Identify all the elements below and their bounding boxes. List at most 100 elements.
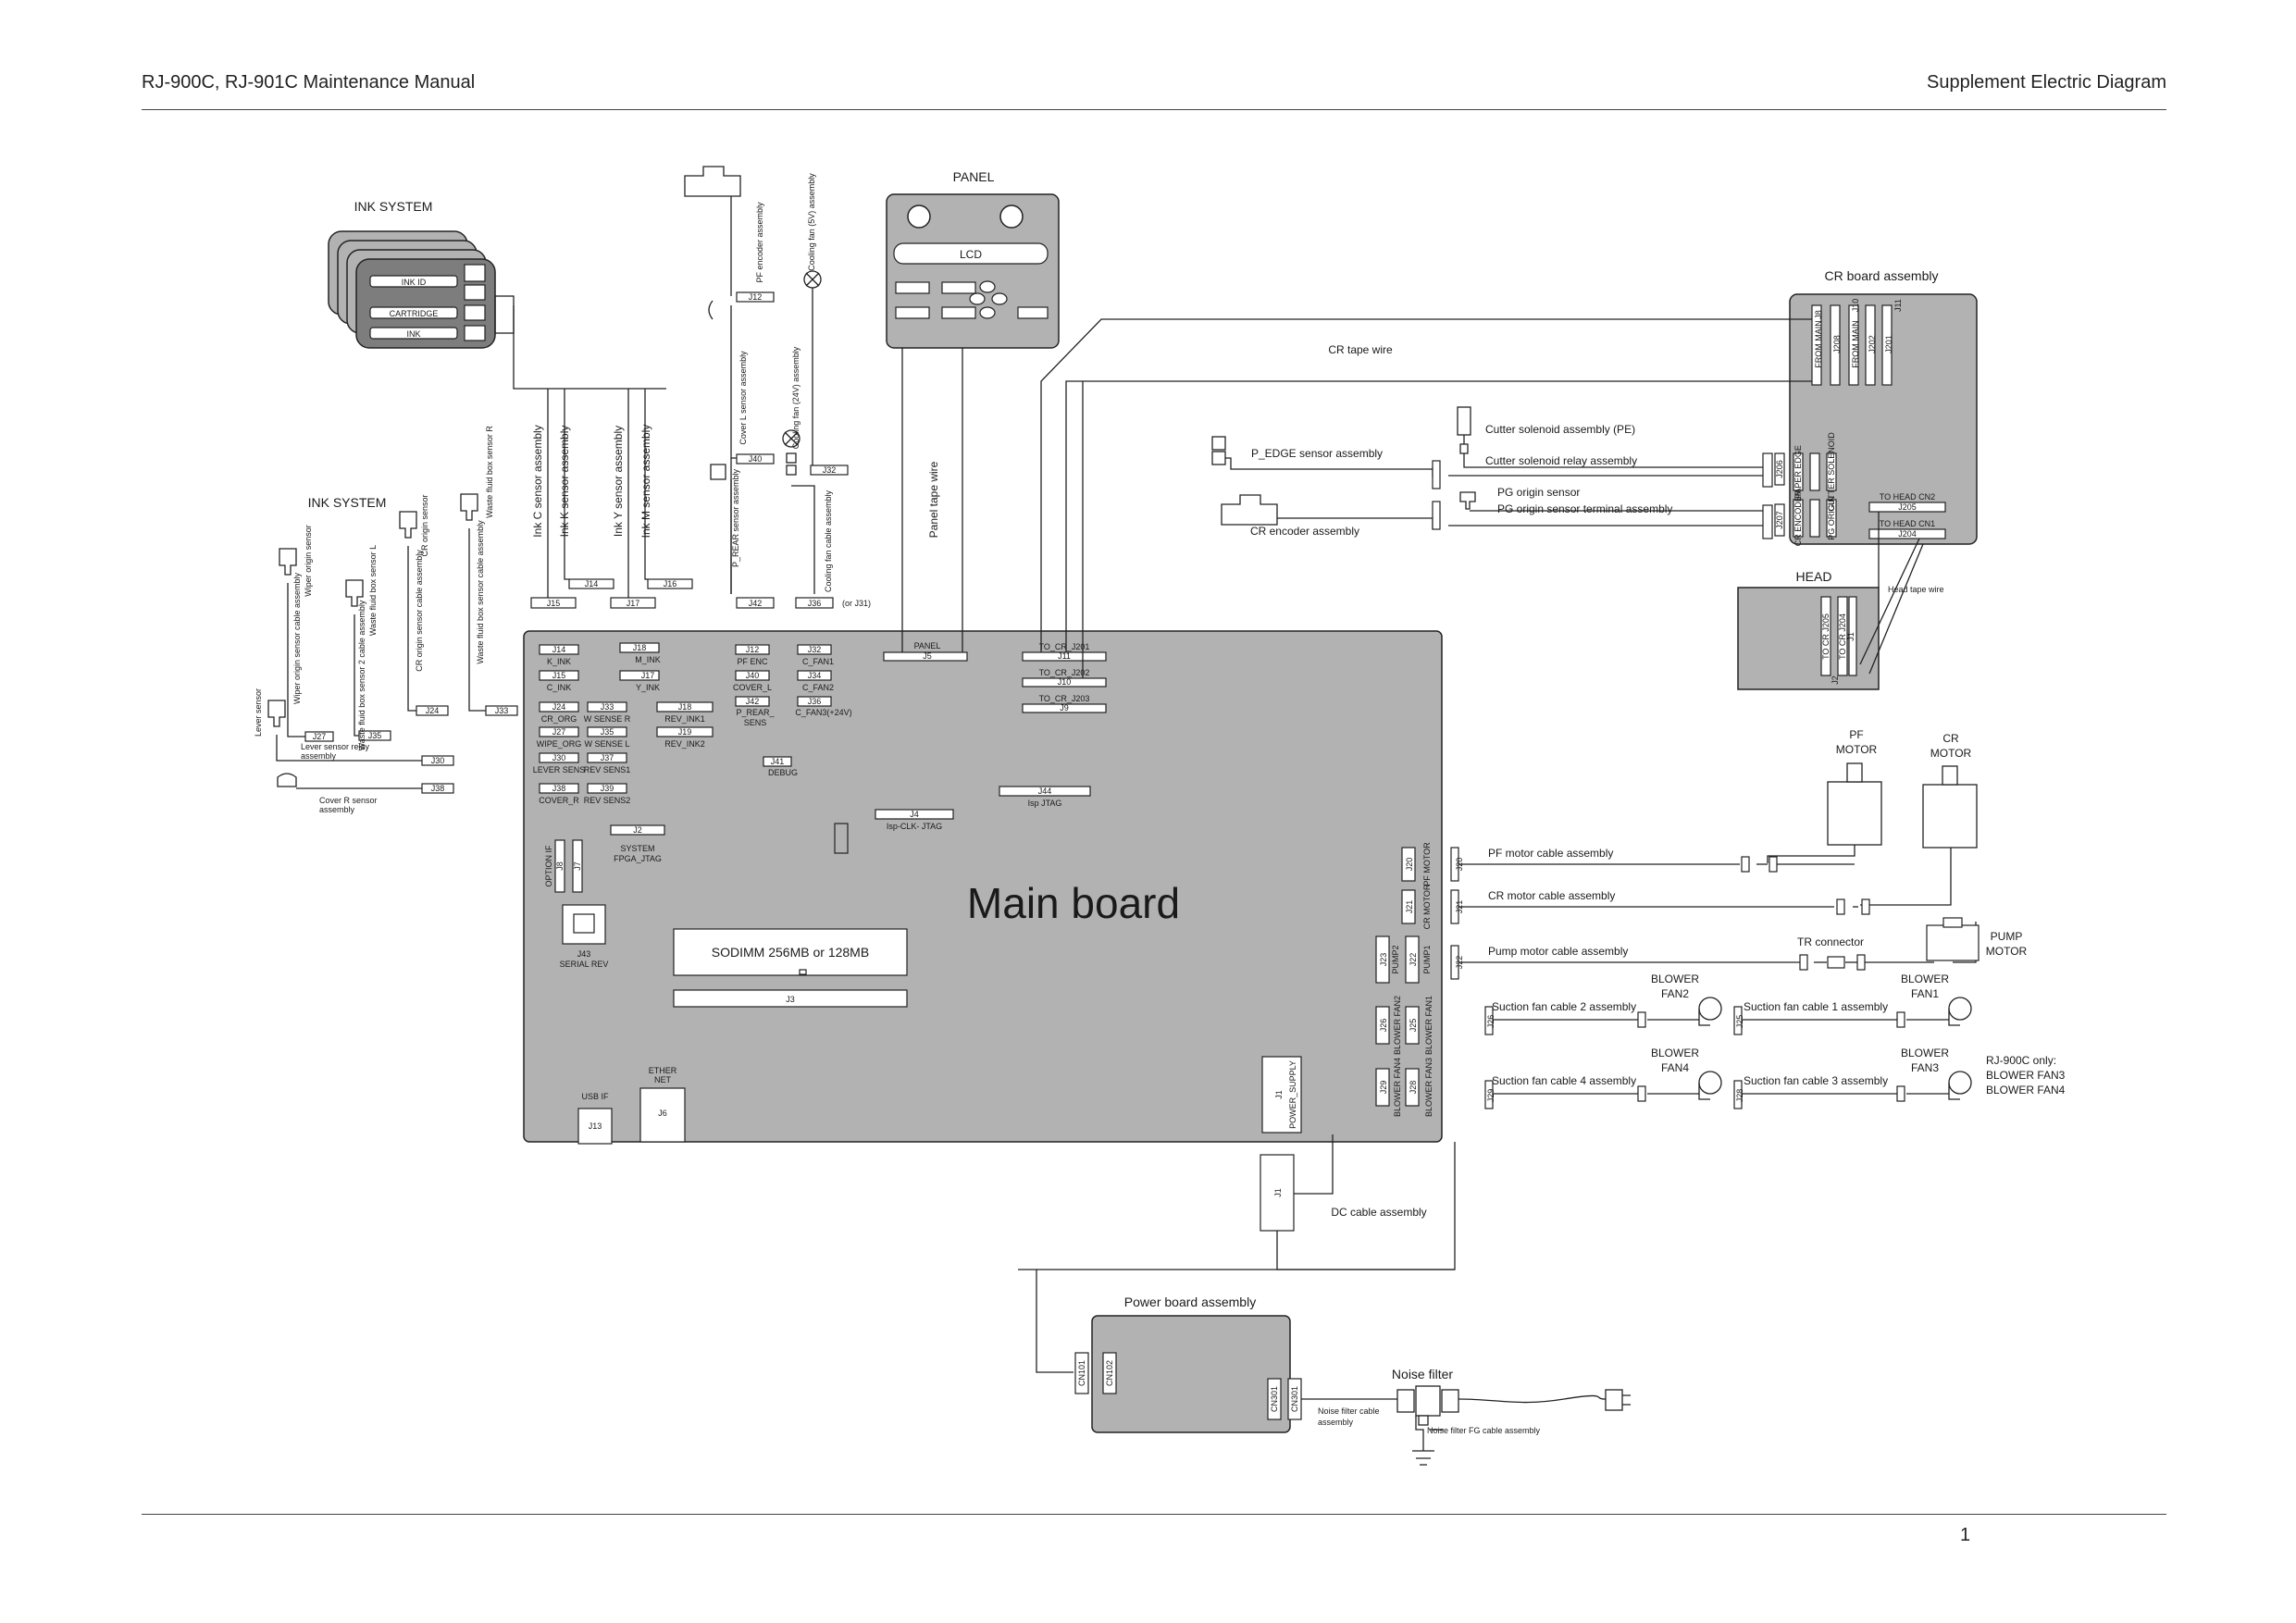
conn-j5: J5 <box>923 651 932 661</box>
conn-cover-l: COVER_L <box>733 683 772 692</box>
ink-sensors: J15 J14 J17 J16 Ink C sensor assembly In… <box>530 425 693 609</box>
ink-m-sensor: Ink M sensor assembly <box>639 425 652 539</box>
conn-j42: J42 <box>746 697 760 706</box>
waste-box-sensor-l: Waste fluid box sensor L <box>368 545 378 636</box>
left-j24: J24 <box>426 706 440 715</box>
main-board: Main board J14 K_INK J15 C_INK J18 M_INK… <box>523 630 1443 1145</box>
conn-j17: J17 <box>641 671 655 680</box>
conn-net: NET <box>654 1075 672 1084</box>
lever-sensor: Lever sensor <box>254 688 263 737</box>
head-title: HEAD <box>1796 569 1832 584</box>
rj900c-note-2: BLOWER FAN3 <box>1986 1069 2066 1082</box>
ink-k-sensor: Ink K sensor assembly <box>558 426 571 538</box>
conn-j40: J40 <box>746 671 760 680</box>
cr-to-head-cn1: TO HEAD CN1 <box>1880 519 1935 528</box>
power-cn301-1: CN301 <box>1270 1386 1279 1412</box>
ink-y-sensor: Ink Y sensor assembly <box>612 426 625 537</box>
pump-motor-1: PUMP <box>1991 930 2023 943</box>
rs-j29: J29 <box>1486 1089 1496 1103</box>
head: HEAD TO CR J205 TO CR J204 J2 J1 Head ta… <box>1737 512 1944 690</box>
header-right: Supplement Electric Diagram <box>1927 72 2166 93</box>
conn-j25-mb: J25 <box>1409 1019 1418 1033</box>
conn-j35: J35 <box>601 727 614 737</box>
conn-rev-sens2: REV SENS2 <box>584 796 631 805</box>
conn-j43: J43 <box>577 949 591 959</box>
ink-j15: J15 <box>547 599 561 608</box>
pf-motor-1: PF <box>1849 728 1863 741</box>
cartridge-label: CARTRIDGE <box>390 309 439 318</box>
suction-cable-3: Suction fan cable 3 assembly <box>1744 1074 1888 1087</box>
cr-motor-1: CR <box>1942 732 1959 745</box>
cutter-solenoid: Cutter solenoid assembly (PE) <box>1485 423 1635 436</box>
conn-system: SYSTEM <box>620 844 654 853</box>
cr-board-title: CR board assembly <box>1825 268 1939 283</box>
conn-sens: SENS <box>744 718 767 727</box>
conn-j34: J34 <box>808 671 822 680</box>
cover-l-sensor: Cover L sensor assembly <box>738 351 748 445</box>
power-cn101: CN101 <box>1077 1360 1086 1386</box>
blower-fan3-2: FAN3 <box>1911 1061 1939 1074</box>
rj900c-note-1: RJ-900C only: <box>1986 1054 2056 1067</box>
cr-motor-cable: CR motor cable assembly <box>1488 889 1615 902</box>
conn-blower-fan4-mb: BLOWER FAN4 <box>1393 1058 1402 1117</box>
conn-pf-enc: PF ENC <box>737 657 768 666</box>
cr-pg-origin-conn: PG ORIGIN <box>1827 496 1836 540</box>
conn-blower-fan1-mb: BLOWER FAN1 <box>1424 996 1433 1055</box>
cr-encoder-conn: CR ENCODER <box>1793 489 1803 546</box>
conn-j13: J13 <box>589 1121 602 1131</box>
conn-j27: J27 <box>552 727 566 737</box>
cover-r-sensor-2: assembly <box>319 805 355 814</box>
cr-j204: J204 <box>1898 529 1917 539</box>
left-j35: J35 <box>368 731 382 740</box>
cr-origin-sensor: CR origin sensor <box>420 494 429 556</box>
wiper-origin-sensor: Wiper origin sensor <box>304 525 313 597</box>
conn-j4: J4 <box>910 810 919 819</box>
pg-origin-cable: PG origin sensor terminal assembly <box>1497 502 1672 515</box>
page-number: 1 <box>1960 1525 1971 1545</box>
head-to-cr-j204: TO CR J204 <box>1838 613 1847 660</box>
conn-cr-org: CR_ORG <box>541 714 577 724</box>
panel-lcd: LCD <box>960 248 982 261</box>
ink-j14: J14 <box>585 579 599 588</box>
blower-fan1-2: FAN1 <box>1911 987 1939 1000</box>
waste-box-sensor-r: Waste fluid box sensor R <box>485 426 494 518</box>
conn-cover-r: COVER_R <box>539 796 579 805</box>
conn-fpga-jtag: FPGA_JTAG <box>614 854 662 863</box>
conn-j19: J19 <box>678 727 692 737</box>
nf-cable: Noise filter cable <box>1318 1406 1380 1416</box>
ink-j17: J17 <box>627 599 640 608</box>
conn-j30: J30 <box>552 753 566 762</box>
cr-j202: J202 <box>1868 335 1877 353</box>
cooling-fan-24v: Cooling fan (24V) assembly <box>791 346 800 449</box>
conn-j3: J3 <box>786 995 795 1004</box>
pg-origin-sensor: PG origin sensor <box>1497 486 1580 499</box>
power-cn301-2: CN301 <box>1290 1386 1299 1412</box>
panel-title: PANEL <box>953 169 995 184</box>
conn-blower-fan2-mb: BLOWER FAN2 <box>1393 996 1402 1055</box>
conn-serial-rev: SERIAL REV <box>560 960 609 969</box>
cr-from-main-2: FROM MAIN <box>1851 320 1860 368</box>
top-j42: J42 <box>749 599 763 608</box>
cr-j10: J10 <box>1851 299 1860 313</box>
header-left: RJ-900C, RJ-901C Maintenance Manual <box>142 72 476 93</box>
ink-system-left: INK SYSTEM J27 J35 J24 J33 J30 J38 Wiper… <box>254 426 518 814</box>
conn-j6: J6 <box>658 1109 667 1118</box>
cr-motor-2: MOTOR <box>1930 747 1972 760</box>
noise-filter: Noise filter <box>1392 1367 1453 1381</box>
conn-k-ink: K_INK <box>547 657 571 666</box>
conn-j26-mb: J26 <box>1379 1019 1388 1033</box>
rs-j26: J26 <box>1486 1015 1496 1029</box>
conn-c-ink: C_INK <box>547 683 572 692</box>
conn-j41: J41 <box>771 757 785 766</box>
conn-isp-jtag: Isp JTAG <box>1028 799 1062 808</box>
conn-pump1-mb: PUMP1 <box>1422 945 1432 973</box>
conn-j18: J18 <box>678 702 692 712</box>
header-rule <box>142 109 2166 110</box>
conn-w-sense-l: W SENSE L <box>584 739 629 749</box>
top-j32: J32 <box>823 465 837 475</box>
tr-connector: TR connector <box>1797 935 1864 948</box>
power-board-title: Power board assembly <box>1124 1295 1256 1309</box>
top-parts: J12 J40 J32 J42 J36 (or J31) PF encoder … <box>684 166 871 609</box>
conn-j14: J14 <box>552 645 566 654</box>
conn-j15: J15 <box>552 671 566 680</box>
